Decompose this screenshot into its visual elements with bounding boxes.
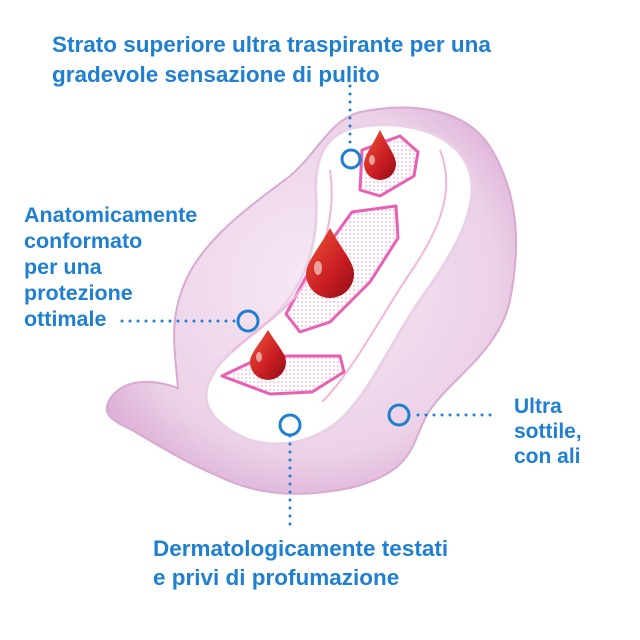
- marker-top: [340, 148, 362, 170]
- liquid-drop-bottom: [250, 330, 286, 380]
- callout-dermatologically-tested: Dermatologicamente testati e privi di pr…: [153, 536, 449, 590]
- liquid-drop-middle: [306, 228, 354, 298]
- leader-lines: [120, 84, 498, 530]
- drop-highlight: [256, 352, 262, 362]
- marker-bottom: [278, 413, 302, 437]
- inner-contour: [321, 149, 448, 403]
- callout-ultra-thin-wings: Ultra sottile, con ali: [514, 395, 582, 468]
- callout-anatomical-shape: Anatomicamente conformato per una protez…: [24, 203, 198, 331]
- liquid-drop-top: [364, 130, 396, 180]
- callout-markers: [236, 148, 411, 437]
- drop-highlight: [314, 261, 322, 275]
- inner-contour-left: [231, 169, 333, 353]
- marker-right: [387, 403, 411, 427]
- callout-top-breathable-layer: Strato superiore ultra traspirante per u…: [52, 32, 491, 87]
- drop-highlight: [369, 155, 375, 165]
- marker-left: [236, 309, 260, 333]
